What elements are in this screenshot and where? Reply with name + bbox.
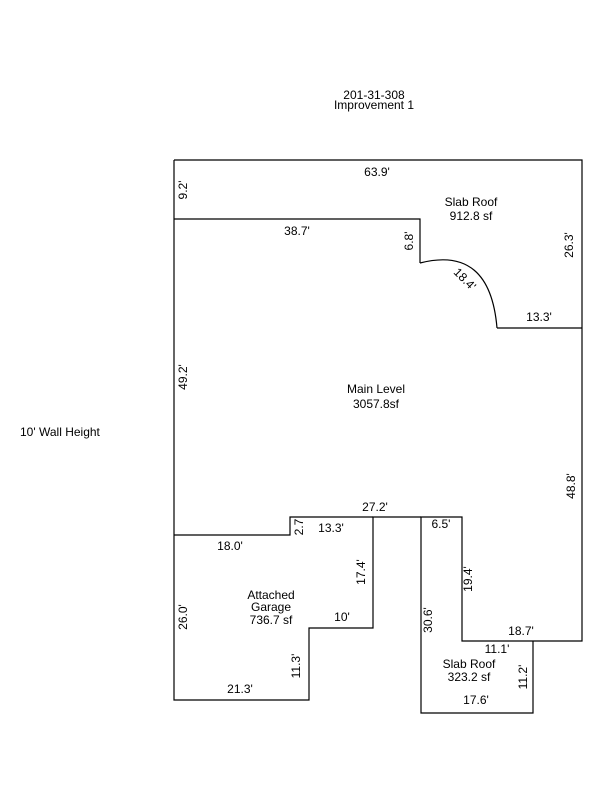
garage-top-wall bbox=[174, 516, 373, 536]
main-level-name: Main Level bbox=[347, 382, 405, 396]
dim-garage-notch: 10' bbox=[334, 610, 350, 624]
dim-slab-bottom: 17.6' bbox=[463, 693, 489, 707]
dim-slab-ledge: 11.1' bbox=[485, 642, 510, 656]
dim-garage-notch-h: 11.3' bbox=[289, 654, 303, 679]
dim-step-right: 13.3' bbox=[526, 310, 552, 324]
dim-slab-right: 11.2' bbox=[516, 665, 530, 690]
slab-roof-bottom-size: 323.2 sf bbox=[448, 670, 491, 684]
slab-roof-inner-wall bbox=[174, 218, 421, 263]
dim-garage-bottom: 21.3' bbox=[227, 682, 253, 696]
outer-perimeter bbox=[174, 159, 583, 714]
dim-left-main: 49.2' bbox=[176, 364, 190, 390]
slab-roof-top-size: 912.8 sf bbox=[450, 209, 493, 223]
wall-height-label: 10' Wall Height bbox=[20, 425, 101, 439]
arc-wall bbox=[419, 259, 498, 329]
dim-slab-left: 30.6' bbox=[421, 607, 435, 633]
parcel-number: 201-31-308 bbox=[343, 88, 405, 102]
main-level-size: 3057.8sf bbox=[353, 397, 400, 411]
slab-roof-bottom-name: Slab Roof bbox=[443, 657, 496, 671]
dim-main-bottom: 27.2' bbox=[362, 500, 388, 514]
dim-right-top: 26.3' bbox=[562, 232, 576, 258]
dim-slab-top-right: 18.7' bbox=[508, 624, 534, 638]
dim-garage-step-w: 13.3' bbox=[318, 521, 344, 535]
dim-inner-drop: 6.8' bbox=[402, 232, 416, 251]
garage-name-2: Garage bbox=[251, 600, 291, 614]
left-wall bbox=[173, 160, 421, 701]
dim-garage-right: 17.4' bbox=[354, 559, 368, 585]
dim-right-main: 48.8' bbox=[564, 473, 578, 499]
building-outline bbox=[173, 159, 583, 714]
garage-name-1: Attached bbox=[247, 588, 294, 602]
dim-garage-top: 18.0' bbox=[217, 539, 243, 553]
dim-garage-step: 2.7 bbox=[292, 518, 306, 535]
improvement-label: Improvement 1 bbox=[334, 98, 414, 112]
dim-inner-top: 38.7' bbox=[284, 224, 310, 238]
dim-slab-step-w: 6.5' bbox=[432, 517, 451, 531]
garage-size: 736.7 sf bbox=[250, 613, 293, 627]
dim-left-top: 9.2' bbox=[176, 181, 190, 200]
dim-garage-left: 26.0' bbox=[176, 604, 190, 630]
slab-roof-top-name: Slab Roof bbox=[445, 195, 498, 209]
dim-top: 63.9' bbox=[364, 165, 390, 179]
dim-slab-inner: 19.4' bbox=[461, 566, 475, 592]
dim-arc: 18.4' bbox=[451, 265, 479, 293]
